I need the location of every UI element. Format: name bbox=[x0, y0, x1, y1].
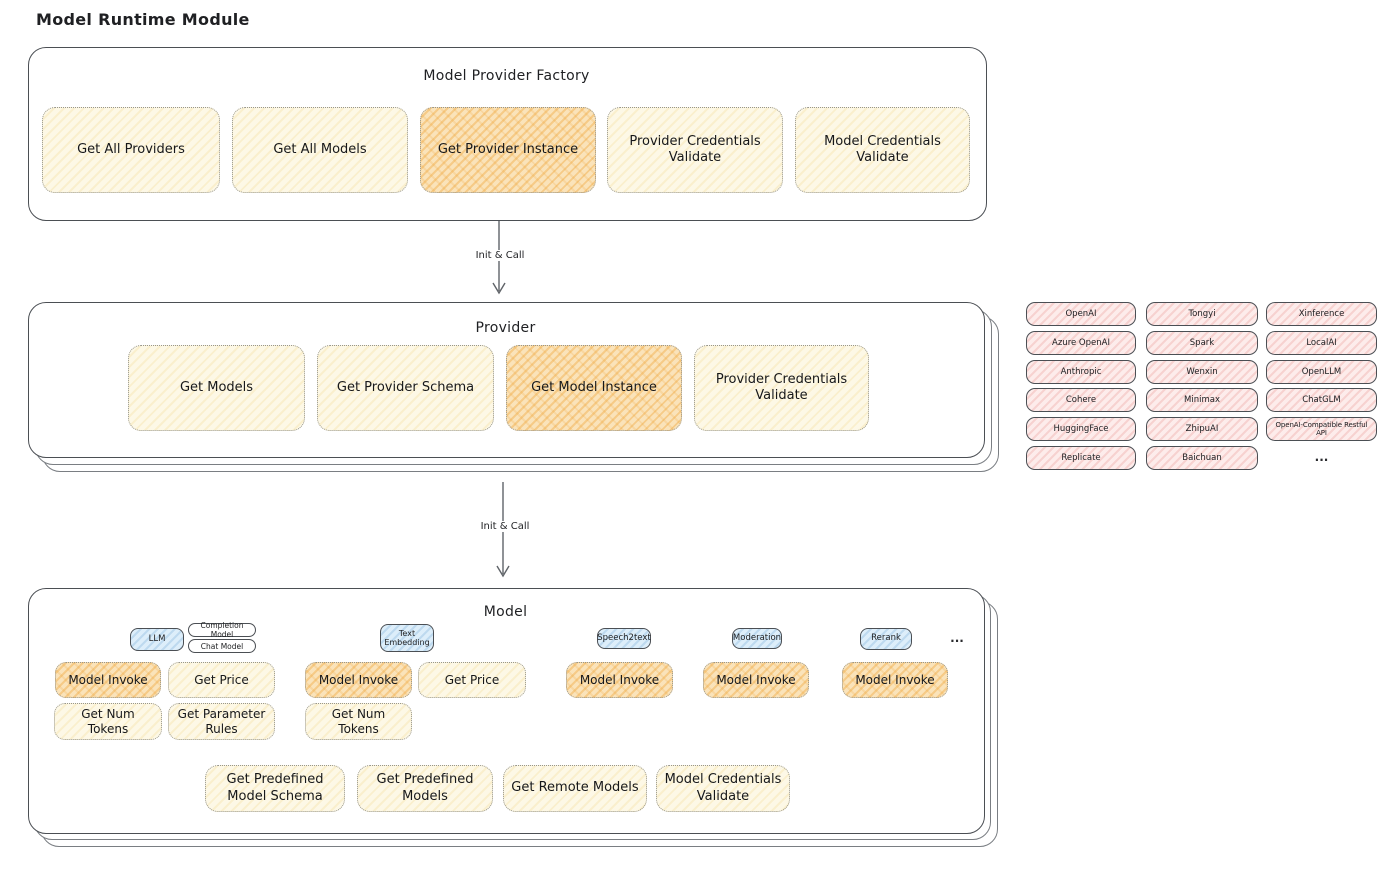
provider-credentials-validate: Provider Credentials Validate bbox=[694, 345, 869, 431]
model-credentials-validate: Model Credentials Validate bbox=[656, 765, 790, 812]
provider-chip-cohere: Cohere bbox=[1026, 388, 1136, 412]
factory-provider-credentials-validate: Provider Credentials Validate bbox=[607, 107, 783, 193]
tab-text-embedding: Text Embedding bbox=[380, 624, 434, 652]
provider-chips-ellipsis: ... bbox=[1314, 450, 1329, 464]
moderation-model-invoke: Model Invoke bbox=[703, 662, 809, 698]
llm-model-invoke: Model Invoke bbox=[55, 662, 161, 698]
factory-get-provider-instance: Get Provider Instance bbox=[420, 107, 596, 193]
provider-get-model-instance: Get Model Instance bbox=[506, 345, 682, 431]
provider-title: Provider bbox=[475, 320, 536, 336]
tab-chat-model: Chat Model bbox=[188, 639, 256, 653]
provider-chip-replicate: Replicate bbox=[1026, 446, 1136, 470]
provider-get-models: Get Models bbox=[128, 345, 305, 431]
llm-get-price: Get Price bbox=[168, 662, 275, 698]
rerank-model-invoke: Model Invoke bbox=[842, 662, 948, 698]
llm-get-parameter-rules: Get Parameter Rules bbox=[168, 703, 275, 740]
tab-llm: LLM bbox=[130, 628, 184, 651]
model-get-remote-models: Get Remote Models bbox=[503, 765, 647, 812]
text-embedding-get-num-tokens: Get Num Tokens bbox=[305, 703, 412, 740]
provider-chip-minimax: Minimax bbox=[1146, 388, 1258, 412]
arrow-provider-to-model bbox=[496, 482, 510, 578]
llm-get-num-tokens: Get Num Tokens bbox=[54, 703, 162, 740]
factory-model-credentials-validate: Model Credentials Validate bbox=[795, 107, 970, 193]
provider-chip-huggingface: HuggingFace bbox=[1026, 417, 1136, 441]
provider-get-provider-schema: Get Provider Schema bbox=[317, 345, 494, 431]
arrow-label-init-call-1: Init & Call bbox=[462, 250, 538, 261]
text-embedding-model-invoke: Model Invoke bbox=[305, 662, 412, 698]
tab-speech2text: Speech2text bbox=[597, 628, 651, 649]
provider-chip-chatglm: ChatGLM bbox=[1266, 388, 1377, 412]
provider-chip-xinference: Xinference bbox=[1266, 302, 1377, 326]
text-embedding-get-price: Get Price bbox=[418, 662, 526, 698]
page-title: Model Runtime Module bbox=[36, 10, 250, 29]
factory-get-all-models: Get All Models bbox=[232, 107, 408, 193]
model-get-predefined-models: Get Predefined Models bbox=[357, 765, 493, 812]
provider-chip-tongyi: Tongyi bbox=[1146, 302, 1258, 326]
model-title: Model bbox=[483, 604, 528, 620]
provider-chip-openai: OpenAI bbox=[1026, 302, 1136, 326]
provider-chip-baichuan: Baichuan bbox=[1146, 446, 1258, 470]
provider-chip-spark: Spark bbox=[1146, 331, 1258, 355]
speech2text-model-invoke: Model Invoke bbox=[566, 662, 673, 698]
provider-chip-openllm: OpenLLM bbox=[1266, 360, 1377, 384]
tab-moderation: Moderation bbox=[732, 628, 782, 649]
provider-chip-zhipuai: ZhipuAI bbox=[1146, 417, 1258, 441]
provider-chip-azure-openai: Azure OpenAI bbox=[1026, 331, 1136, 355]
provider-chip-localai: LocalAI bbox=[1266, 331, 1377, 355]
provider-chip-openai-compatible-restful-api: OpenAI-Compatible Restful API bbox=[1266, 417, 1377, 441]
factory-title: Model Provider Factory bbox=[423, 68, 590, 84]
arrow-label-init-call-2: Init & Call bbox=[467, 521, 543, 532]
tab-rerank: Rerank bbox=[860, 628, 912, 650]
tab-completion-model: Completion Model bbox=[188, 621, 256, 639]
provider-chip-anthropic: Anthropic bbox=[1026, 360, 1136, 384]
tabs-ellipsis: ... bbox=[950, 631, 964, 645]
factory-get-all-providers: Get All Providers bbox=[42, 107, 220, 193]
provider-chip-wenxin: Wenxin bbox=[1146, 360, 1258, 384]
model-get-predefined-model-schema: Get Predefined Model Schema bbox=[205, 765, 345, 812]
